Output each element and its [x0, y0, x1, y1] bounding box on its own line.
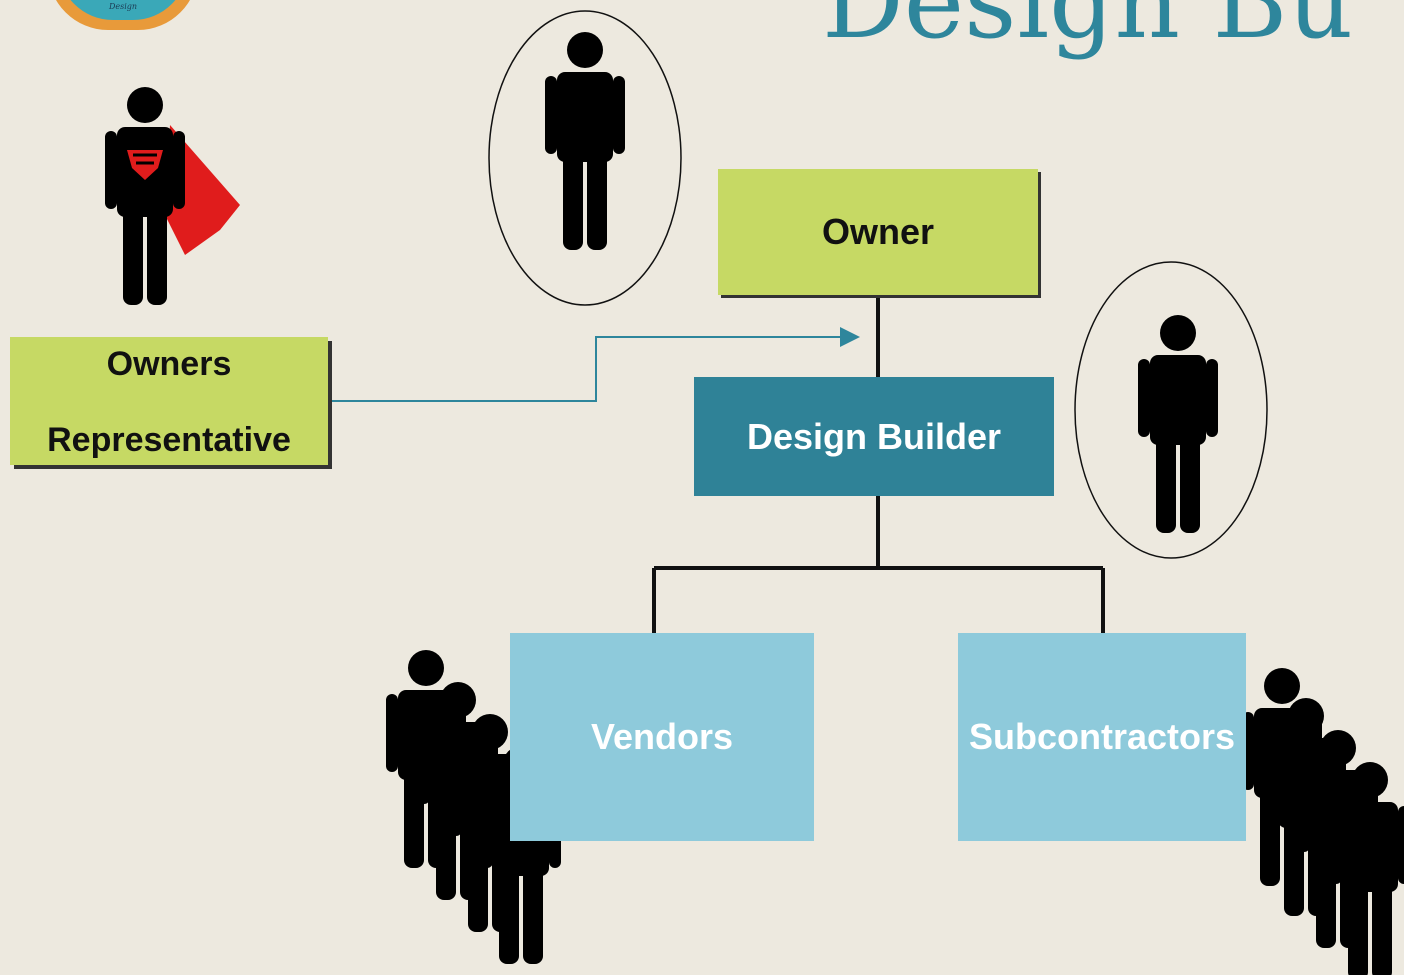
owners-representative-line2: Representative [47, 421, 291, 459]
design-builder-box: Design Builder [694, 377, 1054, 496]
representative-arrow [328, 327, 860, 402]
superhero-person-icon [105, 87, 240, 305]
page-title: Design Bu [822, 0, 1354, 62]
subcontractors-box: Subcontractors [958, 633, 1246, 841]
logo-text: Design [108, 2, 138, 11]
logo-badge: Design [58, 0, 188, 20]
owner-person-ellipse [488, 10, 682, 306]
owner-box: Owner [718, 169, 1038, 295]
vendors-box: Vendors [510, 633, 814, 841]
owners-representative-box: Owners Representative [10, 337, 328, 465]
builder-person-icon [1138, 315, 1218, 533]
owner-person-icon [545, 32, 625, 250]
subcontractor-crowd-icon [1242, 668, 1404, 975]
owners-representative-line1: Owners [106, 345, 232, 383]
builder-person-ellipse [1074, 261, 1268, 559]
